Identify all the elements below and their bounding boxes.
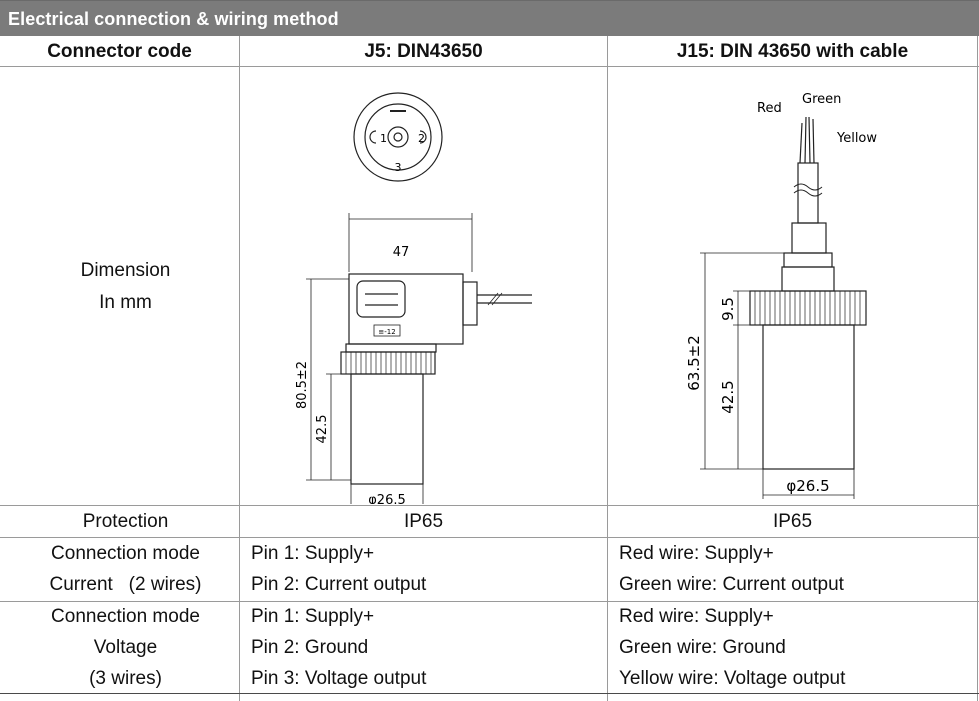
j5-pin3-label: 3 — [395, 161, 402, 174]
j15-nut-height-dimension: 9.5 — [719, 297, 737, 321]
header-j5: J5: DIN43650 — [364, 41, 483, 62]
header-connector-code: Connector code — [47, 41, 192, 62]
voltage-mode-wires: (3 wires) — [89, 668, 162, 689]
j15-knurled-nut — [749, 290, 867, 326]
j5-body-height-dimension: 42.5 — [315, 415, 330, 444]
current-mode-label: Connection mode — [51, 543, 200, 564]
j5-pin2-label: 2 — [418, 132, 425, 145]
voltage-j15-yellow: Yellow wire: Voltage output — [619, 668, 846, 689]
j15-red-wire-label: Red — [757, 101, 782, 116]
j5-connector-housing — [348, 273, 464, 345]
column-divider-1 — [239, 36, 240, 701]
voltage-j5-pin3: Pin 3: Voltage output — [251, 668, 427, 689]
j5-pin1-label: 1 — [380, 132, 387, 145]
j5-top-view-outer — [353, 92, 443, 182]
j5-dimension-drawing: 47 1 2 3 ≡-12 φ26.5 80.5±2 42.5 — [295, 92, 532, 504]
dimension-unit-label: In mm — [99, 292, 152, 313]
j15-red-wire — [799, 122, 803, 164]
voltage-j15-green: Green wire: Ground — [619, 637, 786, 658]
row-divider-dimension — [0, 505, 979, 506]
section-title: Electrical connection & wiring method — [8, 9, 339, 29]
current-j5-pin2: Pin 2: Current output — [251, 574, 427, 595]
j15-total-height-dimension: 63.5±2 — [685, 335, 703, 391]
section-title-bar: Electrical connection & wiring method — [0, 0, 979, 36]
row-divider-bottom — [0, 693, 979, 694]
j15-yellow-wire-label: Yellow — [836, 131, 877, 146]
wiring-table: Connector code J5: DIN43650 J15: DIN 436… — [0, 36, 979, 701]
header-j15: J15: DIN 43650 with cable — [676, 41, 909, 62]
j15-yellow-wire — [812, 118, 815, 164]
current-mode-sublabel: Current (2 wires) — [49, 574, 202, 595]
j5-sensor-body — [350, 373, 424, 485]
current-j15-green: Green wire: Current output — [619, 574, 844, 595]
current-j15-red: Red wire: Supply+ — [619, 543, 774, 564]
row-divider-protection — [0, 537, 979, 538]
j15-green-wire-label: Green — [802, 92, 841, 107]
dimension-label: Dimension — [80, 260, 171, 281]
voltage-j5-pin1: Pin 1: Supply+ — [251, 606, 375, 627]
voltage-j5-pin2: Pin 2: Ground — [251, 637, 369, 658]
j5-width-dimension: 47 — [393, 245, 410, 260]
j15-body-height-dimension: 42.5 — [719, 380, 737, 413]
protection-label: Protection — [82, 511, 169, 532]
voltage-j15-red: Red wire: Supply+ — [619, 606, 774, 627]
j5-total-height-dimension: 80.5±2 — [295, 361, 310, 409]
protection-j15-value: IP65 — [772, 511, 813, 532]
voltage-mode-sublabel: Voltage — [93, 637, 158, 658]
j15-diameter-dimension: φ26.5 — [786, 477, 829, 495]
column-divider-2 — [607, 36, 608, 701]
j5-diameter-dimension: φ26.5 — [368, 493, 406, 504]
voltage-mode-label: Connection mode — [51, 606, 200, 627]
j15-sensor-body — [762, 324, 855, 470]
column-divider-right — [977, 36, 978, 701]
row-divider-header — [0, 66, 979, 67]
j15-dimension-drawing: Red Green Yellow φ26.5 63.5±2 9.5 42.5 — [685, 92, 877, 499]
j5-plate-label: ≡-12 — [378, 328, 395, 336]
current-j5-pin1: Pin 1: Supply+ — [251, 543, 375, 564]
protection-j5-value: IP65 — [403, 511, 444, 532]
j15-green-wire — [804, 116, 807, 164]
row-divider-current — [0, 601, 979, 602]
